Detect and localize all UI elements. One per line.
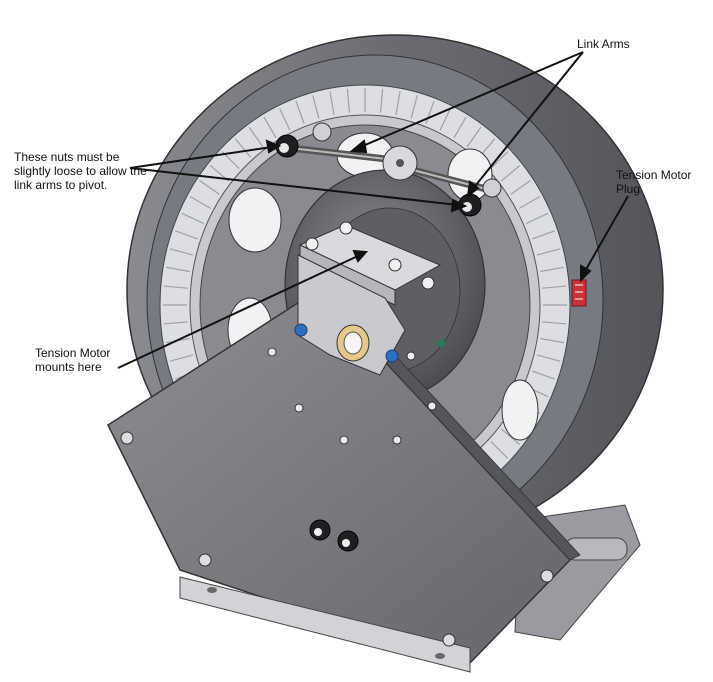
rim-rib bbox=[189, 195, 212, 210]
rim-rib bbox=[410, 95, 418, 119]
callout-tension-motor-plug: Tension Motor Plug bbox=[616, 168, 692, 196]
rim-rib bbox=[199, 180, 220, 195]
rim-rib bbox=[540, 266, 565, 273]
rim-rib bbox=[346, 88, 351, 113]
rim-rib bbox=[425, 100, 435, 124]
rim-rib bbox=[490, 151, 509, 169]
rim-rib bbox=[395, 91, 401, 116]
callout-link-arms: Link Arms bbox=[577, 37, 630, 51]
rim-rib bbox=[542, 321, 567, 325]
rim-rib bbox=[165, 266, 190, 273]
rim-rib bbox=[329, 91, 335, 116]
rim-rib bbox=[510, 180, 531, 195]
tension-motor-plug bbox=[571, 279, 587, 307]
tension-motor-bracket bbox=[294, 221, 442, 376]
rim-rib bbox=[518, 195, 541, 210]
rim-rib bbox=[163, 285, 188, 289]
rim-rib bbox=[540, 337, 565, 344]
rim-rib bbox=[500, 165, 521, 182]
rim-rib bbox=[169, 354, 194, 362]
rim-rib bbox=[379, 88, 384, 113]
rim-rib bbox=[453, 116, 467, 139]
callout-leaders bbox=[117, 51, 629, 369]
hub-indicator bbox=[437, 339, 445, 347]
front-base-foot bbox=[179, 576, 471, 673]
rim-rib bbox=[500, 428, 521, 445]
rim-rib bbox=[466, 126, 482, 148]
rim-rib bbox=[542, 285, 567, 289]
rim-rib bbox=[532, 230, 556, 240]
rim-rib bbox=[532, 370, 556, 380]
rim-rib bbox=[181, 212, 204, 224]
rim-rib bbox=[439, 108, 451, 131]
rim-rib bbox=[526, 212, 549, 224]
rim-rib bbox=[163, 321, 188, 325]
rim-rib bbox=[279, 108, 291, 131]
rim-rib bbox=[312, 95, 320, 119]
rim-rib bbox=[248, 126, 264, 148]
pivot-nut-right bbox=[458, 193, 482, 217]
rim-rib bbox=[169, 248, 194, 256]
rim-rib bbox=[234, 138, 252, 158]
rim-rib bbox=[490, 441, 509, 459]
callout-tension-motor-mounts: Tension Motor mounts here bbox=[35, 346, 111, 374]
rim-rib bbox=[263, 116, 277, 139]
rim-rib bbox=[536, 354, 561, 362]
blue-bolt-right bbox=[385, 349, 399, 363]
blue-bolt-left bbox=[294, 323, 308, 337]
link-arms bbox=[286, 122, 502, 198]
rim-rib bbox=[174, 230, 198, 240]
rim-rib bbox=[295, 100, 305, 124]
plate-fasteners bbox=[120, 347, 554, 647]
callout-pivot-nuts: These nuts must be slightly loose to all… bbox=[14, 150, 147, 192]
rim-rib bbox=[536, 248, 561, 256]
